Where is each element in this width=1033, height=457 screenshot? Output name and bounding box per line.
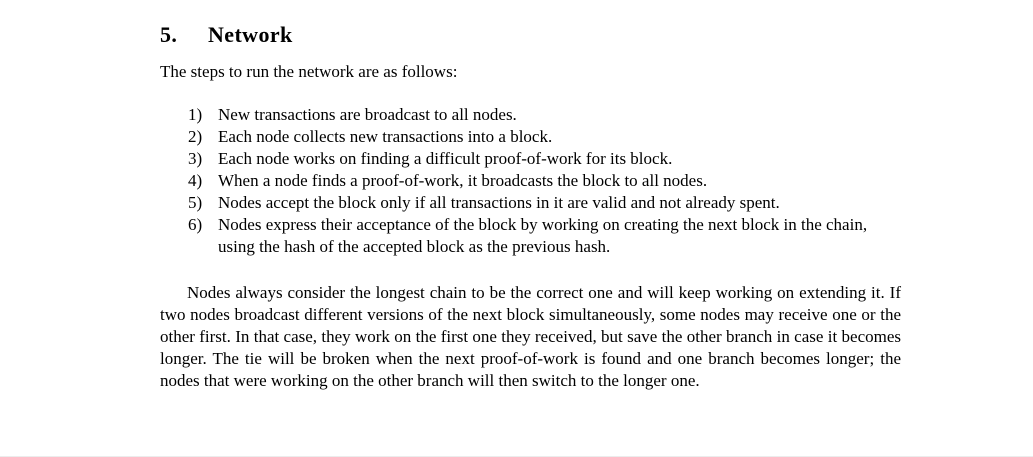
- list-item: 3) Each node works on finding a difficul…: [160, 148, 901, 170]
- list-item: 2) Each node collects new transactions i…: [160, 126, 901, 148]
- list-item: 4) When a node finds a proof-of-work, it…: [160, 170, 901, 192]
- section-number: 5.: [160, 22, 178, 47]
- list-item-text: Each node collects new transactions into…: [218, 127, 553, 146]
- list-item-text: New transactions are broadcast to all no…: [218, 105, 517, 124]
- list-item: 1) New transactions are broadcast to all…: [160, 104, 901, 126]
- section-heading: 5. Network: [160, 22, 901, 48]
- list-item-number: 6): [188, 215, 203, 234]
- list-item-text: Each node works on finding a difficult p…: [218, 149, 673, 168]
- steps-list: 1) New transactions are broadcast to all…: [160, 104, 901, 258]
- document-page: 5. Network The steps to run the network a…: [160, 0, 901, 392]
- body-paragraph: Nodes always consider the longest chain …: [160, 283, 901, 390]
- section-title: Network: [208, 22, 293, 47]
- list-item-text: When a node finds a proof-of-work, it br…: [218, 171, 708, 190]
- list-item-number: 5): [188, 193, 203, 212]
- list-item-text: Nodes accept the block only if all trans…: [218, 193, 780, 212]
- intro-paragraph: The steps to run the network are as foll…: [160, 62, 458, 81]
- list-item-number: 1): [188, 105, 203, 124]
- list-item-number: 3): [188, 149, 203, 168]
- list-item-number: 4): [188, 171, 203, 190]
- list-item-text: Nodes express their acceptance of the bl…: [218, 215, 868, 256]
- list-item-number: 2): [188, 127, 203, 146]
- list-item: 6) Nodes express their acceptance of the…: [160, 214, 901, 258]
- list-item: 5) Nodes accept the block only if all tr…: [160, 192, 901, 214]
